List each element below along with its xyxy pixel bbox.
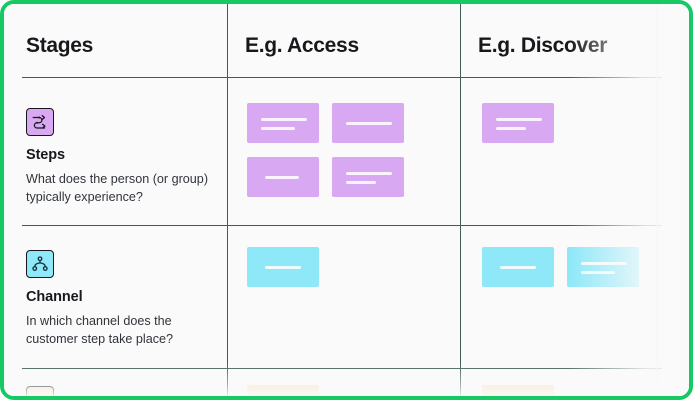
- note-card[interactable]: [482, 103, 554, 143]
- note-line: [581, 262, 627, 265]
- column-divider-1: [227, 4, 228, 396]
- note-line: [346, 122, 392, 125]
- column-header-discover: E.g. Discover: [478, 34, 608, 57]
- stage-title-steps: Steps: [26, 147, 65, 163]
- note-line: [581, 271, 615, 274]
- column-header-access: E.g. Access: [245, 34, 359, 57]
- stage-row-channel: Channel In which channel does the custom…: [26, 250, 222, 349]
- stage-row-steps: Steps What does the person (or group) ty…: [26, 108, 222, 207]
- right-fade-overlay: [569, 4, 689, 396]
- stage-row-third: [26, 386, 222, 396]
- note-card[interactable]: [247, 103, 319, 143]
- steps-flow-icon: [26, 108, 54, 136]
- column-header-stages: Stages: [26, 34, 94, 57]
- column-divider-3: [657, 4, 658, 396]
- note-card[interactable]: [247, 157, 319, 197]
- column-divider-2: [460, 4, 461, 396]
- row-divider-2: [22, 368, 662, 369]
- row-divider-1: [22, 225, 662, 226]
- note-line: [261, 127, 295, 130]
- stage-description-steps: What does the person (or group) typicall…: [26, 172, 209, 204]
- note-line: [500, 266, 536, 269]
- note-card[interactable]: [247, 247, 319, 287]
- note-line: [265, 266, 301, 269]
- journey-map-board[interactable]: Stages E.g. Access E.g. Discover Steps W…: [4, 4, 689, 396]
- note-line: [346, 181, 376, 184]
- header-divider: [22, 77, 662, 78]
- note-card[interactable]: [332, 103, 404, 143]
- note-line: [346, 172, 392, 175]
- note-card[interactable]: [482, 385, 554, 396]
- third-row-icon: [26, 386, 54, 396]
- note-line: [496, 127, 526, 130]
- note-line: [265, 176, 299, 179]
- channel-network-icon: [26, 250, 54, 278]
- stage-title-channel: Channel: [26, 289, 83, 305]
- note-card[interactable]: [332, 157, 404, 197]
- note-card[interactable]: [567, 247, 639, 287]
- note-card[interactable]: [482, 247, 554, 287]
- stage-description-channel: In which channel does the customer step …: [26, 314, 174, 346]
- note-line: [261, 118, 307, 121]
- note-line: [496, 118, 542, 121]
- note-card[interactable]: [247, 385, 319, 396]
